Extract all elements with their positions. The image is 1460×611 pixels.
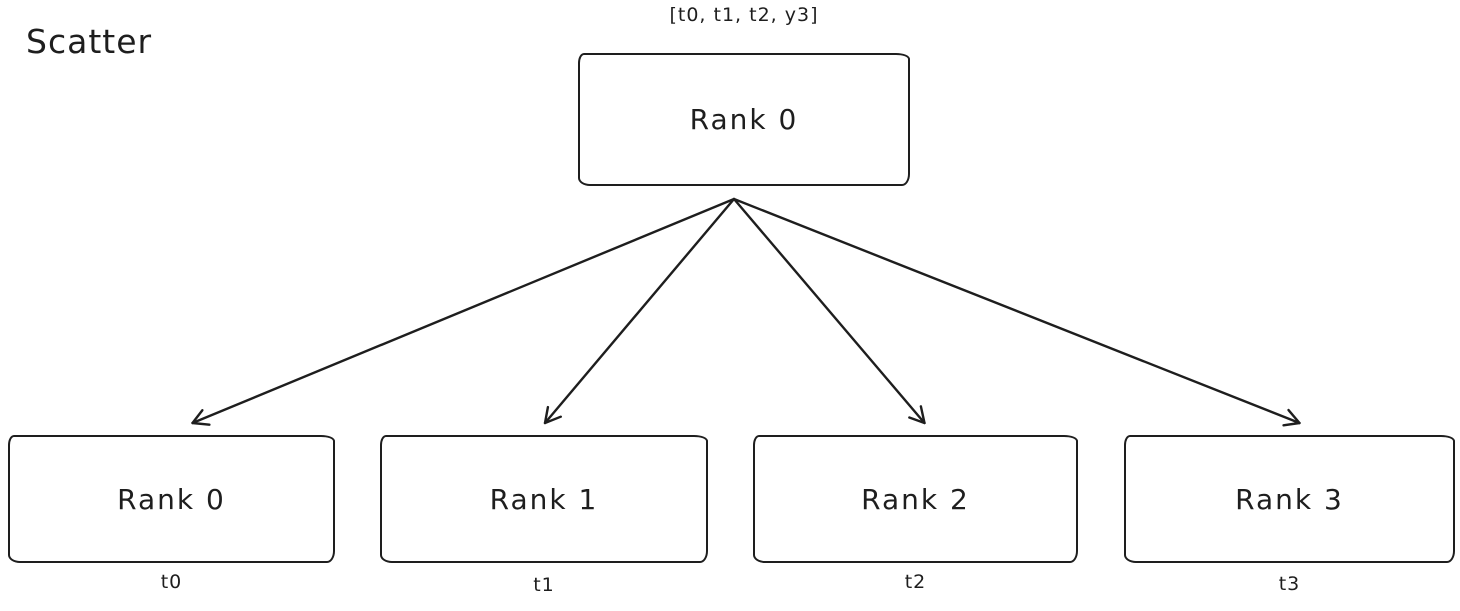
diagram-title: Scatter xyxy=(26,22,153,61)
child-node-annotation: t2 xyxy=(904,571,927,593)
node-label: Rank 1 xyxy=(489,482,599,516)
node-label: Rank 0 xyxy=(689,103,799,136)
node-child-rank-3: Rank 3 xyxy=(1124,435,1455,563)
scatter-arrow xyxy=(732,197,926,425)
node-child-rank-2: Rank 2 xyxy=(753,435,1078,563)
scatter-arrow xyxy=(191,197,736,426)
scatter-arrow xyxy=(543,197,736,425)
node-root-rank-0: Rank 0 xyxy=(578,53,910,186)
node-label: Rank 2 xyxy=(861,482,970,516)
node-child-rank-0: Rank 0 xyxy=(8,435,335,563)
node-label: Rank 3 xyxy=(1235,482,1344,516)
child-node-annotation: t0 xyxy=(160,571,183,593)
node-child-rank-1: Rank 1 xyxy=(380,435,708,563)
child-node-annotation: t1 xyxy=(533,574,555,596)
arrow-lines-group xyxy=(191,197,1301,427)
scatter-arrow xyxy=(732,197,1301,427)
node-label: Rank 0 xyxy=(117,482,226,516)
child-node-annotation: t3 xyxy=(1278,573,1301,595)
root-node-annotation: [t0, t1, t2, y3] xyxy=(669,4,819,26)
